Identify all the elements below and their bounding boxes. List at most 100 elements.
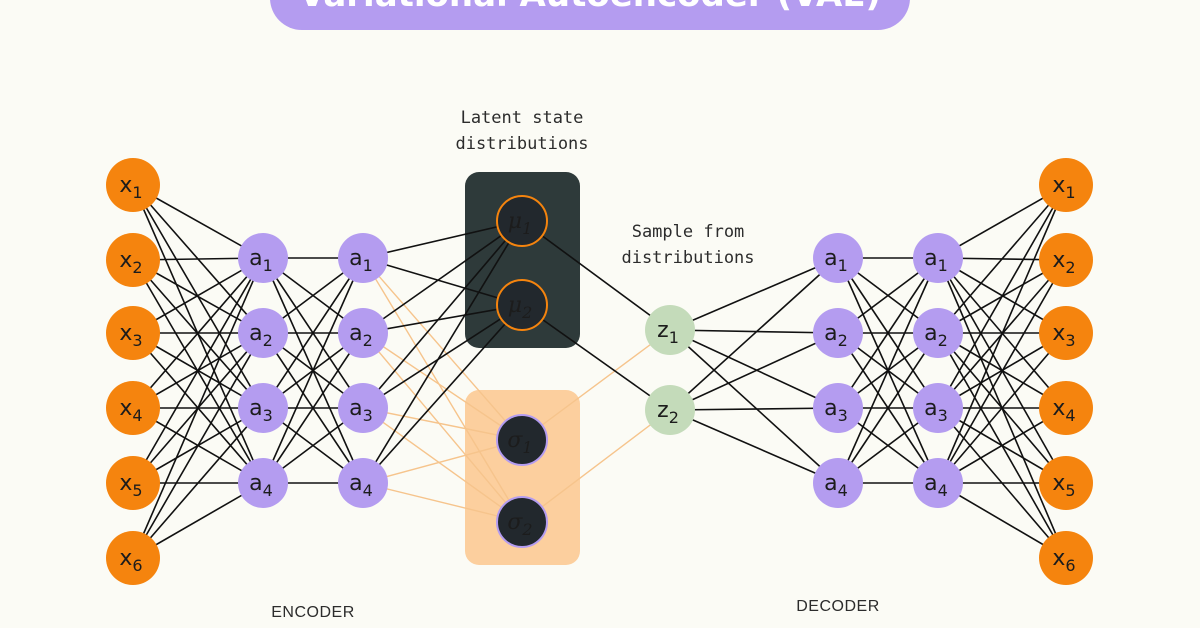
node-label-subscript: 3	[838, 406, 848, 425]
edge-hidden-to-mu	[362, 257, 523, 306]
node-label-subscript: 6	[1065, 556, 1075, 575]
node-label: x3	[119, 321, 142, 350]
node-circle	[106, 233, 160, 287]
node-label-base: a	[249, 321, 262, 346]
node-label-subscript: 2	[938, 331, 948, 350]
node-label-subscript: 1	[669, 328, 679, 347]
node-encoder-hidden-2-1: a1	[338, 233, 388, 283]
edge-hidden-to-output	[937, 332, 1067, 484]
node-label-subscript: 1	[263, 256, 273, 275]
node-encoder-input-3: x3	[106, 306, 160, 360]
edge-hidden-to-output	[937, 184, 1067, 484]
node-label-subscript: 4	[838, 481, 848, 500]
node-label-base: a	[824, 471, 837, 496]
node-label-base: a	[824, 321, 837, 346]
node-label-base: μ	[508, 293, 522, 318]
edge-hidden-to-mu	[362, 220, 523, 484]
node-encoder-input-2: x2	[106, 233, 160, 287]
node-circle	[813, 383, 863, 433]
edge-hidden-to-output	[937, 184, 1067, 409]
node-label-subscript: 3	[263, 406, 273, 425]
node-circle	[496, 414, 548, 466]
node-label-base: x	[119, 248, 132, 273]
node-label-subscript: 1	[1065, 183, 1075, 202]
node-circle	[496, 195, 548, 247]
node-decoder-hidden-1-1: a1	[813, 233, 863, 283]
node-circle	[913, 308, 963, 358]
edge-hidden-to-sigma	[362, 482, 523, 523]
node-label: x4	[1052, 396, 1075, 425]
node-encoder-hidden-1-4: a4	[238, 458, 288, 508]
node-circle	[106, 306, 160, 360]
edge-hidden-to-output	[937, 184, 1067, 334]
node-circle	[338, 458, 388, 508]
edge-z-to-hidden	[669, 329, 839, 334]
node-label-subscript: 4	[263, 481, 273, 500]
node-label: x6	[119, 546, 142, 575]
node-sigma-1: σ1	[496, 414, 548, 466]
node-latent-1: z1	[645, 305, 695, 355]
edge-hidden-to-mu	[362, 220, 523, 409]
node-encoder-hidden-1-2: a2	[238, 308, 288, 358]
node-label-subscript: 1	[522, 219, 532, 238]
edge-hidden-to-sigma	[362, 407, 523, 441]
node-label: a2	[349, 321, 373, 350]
node-encoder-hidden-1-3: a3	[238, 383, 288, 433]
node-label-subscript: 3	[363, 406, 373, 425]
edge-z-to-hidden	[669, 257, 839, 411]
node-label-base: a	[249, 396, 262, 421]
edge-input-to-hidden	[132, 257, 264, 559]
node-decoder-output-2: x2	[1039, 233, 1093, 287]
node-circle	[338, 383, 388, 433]
node-label: a3	[249, 396, 273, 425]
node-label-base: a	[249, 471, 262, 496]
node-label-subscript: 4	[1065, 406, 1075, 425]
edge-hidden-to-sigma	[362, 407, 523, 523]
node-label-subscript: 5	[1065, 481, 1075, 500]
latent-caption-line-2: distributions	[455, 134, 589, 154]
decoder-label: DECODER	[796, 598, 880, 615]
node-circle	[106, 531, 160, 585]
node-circle	[1039, 456, 1093, 510]
node-circle	[813, 458, 863, 508]
edge-hidden-to-mu	[362, 304, 523, 484]
node-label: x1	[119, 173, 142, 202]
node-label: x4	[119, 396, 142, 425]
node-label-subscript: 2	[263, 331, 273, 350]
node-label: σ1	[507, 428, 532, 457]
edge-hidden-to-hidden	[262, 332, 364, 484]
node-circle	[1039, 158, 1093, 212]
node-label-base: z	[657, 398, 669, 423]
edge-hidden-to-hidden	[837, 332, 939, 484]
node-decoder-hidden-2-4: a4	[913, 458, 963, 508]
node-label-base: x	[119, 546, 132, 571]
edge-hidden-to-output	[937, 259, 1067, 484]
edge-hidden-to-mu	[362, 304, 523, 409]
node-decoder-hidden-2-1: a1	[913, 233, 963, 283]
node-label-base: σ	[507, 428, 523, 453]
node-circle	[106, 456, 160, 510]
node-label-base: x	[1052, 546, 1065, 571]
node-circle	[338, 233, 388, 283]
node-label-subscript: 3	[132, 331, 142, 350]
node-label-base: a	[924, 396, 937, 421]
node-decoder-output-1: x1	[1039, 158, 1093, 212]
node-label-base: x	[119, 396, 132, 421]
edge-sigma-to-z	[521, 409, 671, 523]
node-encoder-hidden-2-3: a3	[338, 383, 388, 433]
node-label: x3	[1052, 321, 1075, 350]
latent-caption: Latent state distributions	[432, 105, 612, 157]
node-circle	[496, 279, 548, 331]
node-mu-2: μ2	[496, 279, 548, 331]
edge-mu-to-z	[521, 304, 671, 411]
node-circle	[238, 383, 288, 433]
node-label-base: x	[1052, 173, 1065, 198]
node-decoder-hidden-2-3: a3	[913, 383, 963, 433]
edge-z-to-hidden	[669, 409, 839, 484]
sample-caption: Sample from distributions	[598, 219, 778, 271]
edge-hidden-to-hidden	[262, 257, 364, 409]
node-label: x2	[119, 248, 142, 277]
node-decoder-output-5: x5	[1039, 456, 1093, 510]
node-encoder-hidden-2-4: a4	[338, 458, 388, 508]
node-sigma-2: σ2	[496, 496, 548, 548]
